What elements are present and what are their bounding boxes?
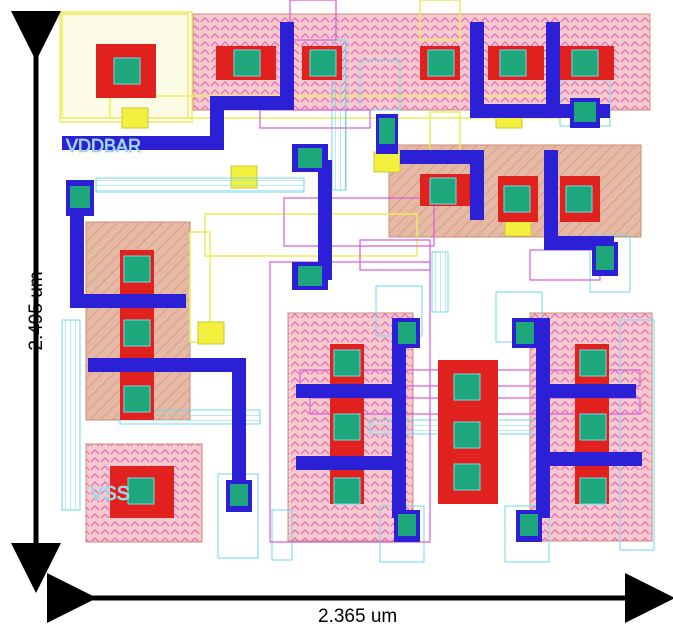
metal1-pads [66,98,618,542]
net-labels: VDDBAR VSS [66,136,142,506]
width-dimension-label: 2.365 um [318,606,398,627]
net-label-vddbar: VDDBAR [66,136,141,156]
height-dimension-label: 2.495 um [26,271,47,351]
net-label-vss: VSS [90,483,130,505]
contacts [113,49,607,505]
dimension-arrows [11,11,673,623]
